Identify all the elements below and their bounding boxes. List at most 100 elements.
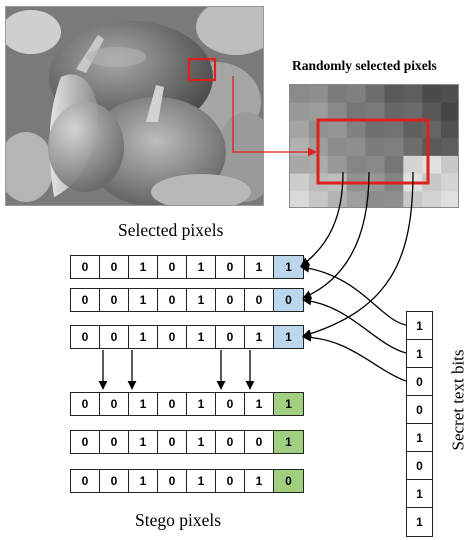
lsb-cell: 1 (274, 256, 303, 278)
pixel-block (290, 120, 310, 139)
pixel-block (384, 102, 404, 121)
pixel-grid (290, 85, 458, 207)
secret-bits-column: 1 1 0 0 1 0 1 1 (406, 311, 433, 537)
bit-cell: 0 (71, 256, 100, 278)
bit-cell: 0 (100, 326, 129, 348)
lsb-cell: 0 (274, 470, 303, 492)
bit-cell: 0 (100, 431, 129, 453)
bit-cell: 0 (158, 393, 187, 415)
stego-row-3: 0 0 1 0 1 0 1 0 (70, 469, 304, 493)
secret-arrow-3 (302, 332, 407, 382)
lsb-cell: 1 (274, 326, 303, 348)
bit-cell: 0 (216, 256, 245, 278)
bit-cell: 0 (216, 326, 245, 348)
pixel-block (422, 85, 442, 104)
pixel-block (346, 191, 367, 207)
bit-cell: 0 (216, 470, 245, 492)
bit-cell: 1 (245, 393, 274, 415)
pixel-block (384, 120, 404, 139)
pixel-block (403, 102, 423, 121)
pixel-block (327, 138, 348, 157)
bit-cell: 0 (216, 393, 245, 415)
selected-row-2: 0 0 1 0 1 0 0 0 (70, 288, 304, 312)
pixel-block (403, 191, 423, 207)
pixel-block (422, 120, 442, 139)
pixel-block (422, 102, 442, 121)
pixel-block (327, 191, 348, 207)
pixel-block (441, 138, 458, 157)
pixel-block (365, 85, 385, 104)
bit-cell: 0 (216, 431, 245, 453)
pixel-block (365, 102, 385, 121)
pixel-block (384, 191, 404, 207)
bit-cell: 1 (245, 256, 274, 278)
pixel-block (441, 85, 458, 104)
bit-cell: 1 (187, 470, 216, 492)
bit-cell: 0 (158, 431, 187, 453)
pixel-block (422, 191, 442, 207)
bit-cell: 0 (100, 470, 129, 492)
pixel-block (290, 138, 310, 157)
bit-cell: 1 (187, 289, 216, 311)
bit-cell: 0 (71, 470, 100, 492)
bit-cell: 1 (245, 326, 274, 348)
pixel-block (422, 138, 442, 157)
pixel-block (327, 102, 348, 121)
pixel-block (290, 191, 310, 207)
lsb-cell: 1 (274, 393, 303, 415)
pixel-block (327, 120, 348, 139)
pixel-block (346, 138, 367, 157)
selected-row-3: 0 0 1 0 1 0 1 1 (70, 325, 304, 349)
pixel-block (384, 85, 404, 104)
pixel-block (346, 102, 367, 121)
secret-bits-label-wrap: Secret text bits (444, 300, 474, 500)
pixel-block (346, 155, 367, 175)
pixel-block (441, 120, 458, 139)
pixel-block (365, 138, 385, 157)
selected-row-1: 0 0 1 0 1 0 1 1 (70, 255, 304, 279)
pixel-block (441, 102, 458, 121)
secret-arrow-1 (300, 263, 407, 326)
stego-row-2: 0 0 1 0 1 0 0 1 (70, 430, 304, 454)
pixel-block (346, 120, 367, 139)
pixel-block (290, 85, 310, 104)
source-image (5, 6, 264, 206)
secret-bit: 0 (407, 396, 432, 424)
bit-cell: 0 (71, 393, 100, 415)
lsb-cell: 0 (274, 289, 303, 311)
bit-cell: 0 (71, 326, 100, 348)
lsb-cell: 1 (274, 431, 303, 453)
secret-bit: 0 (407, 368, 432, 396)
peppers-image (6, 7, 263, 205)
pixel-block (327, 155, 348, 175)
pixel-block (290, 173, 310, 192)
pixel-block (403, 138, 423, 157)
secret-bit: 0 (407, 452, 432, 480)
secret-bit: 1 (407, 480, 432, 508)
pixel-block (365, 155, 385, 175)
bit-cell: 0 (158, 326, 187, 348)
pixel-block (403, 85, 423, 104)
random-pixels-heading: Randomly selected pixels (292, 58, 437, 73)
pixel-block (384, 138, 404, 157)
bit-cell: 1 (129, 431, 158, 453)
pixel-block (422, 155, 442, 175)
pixel-block (441, 155, 458, 175)
pixel-block (290, 102, 310, 121)
pixel-block (403, 155, 423, 175)
selected-pixels-label: Selected pixels (118, 220, 224, 240)
pixel-block (384, 155, 404, 175)
bit-cell: 1 (129, 326, 158, 348)
bit-cell: 0 (158, 470, 187, 492)
stego-pixels-label: Stego pixels (135, 510, 222, 530)
bit-cell: 0 (158, 256, 187, 278)
bit-cell: 0 (158, 289, 187, 311)
pixel-block (441, 173, 458, 192)
pixel-block (290, 155, 310, 175)
pixel-block (403, 120, 423, 139)
stego-row-1: 0 0 1 0 1 0 1 1 (70, 392, 304, 416)
pixel-block (327, 85, 348, 104)
bit-cell: 0 (71, 289, 100, 311)
bit-cell: 1 (129, 289, 158, 311)
bit-cell: 0 (100, 256, 129, 278)
